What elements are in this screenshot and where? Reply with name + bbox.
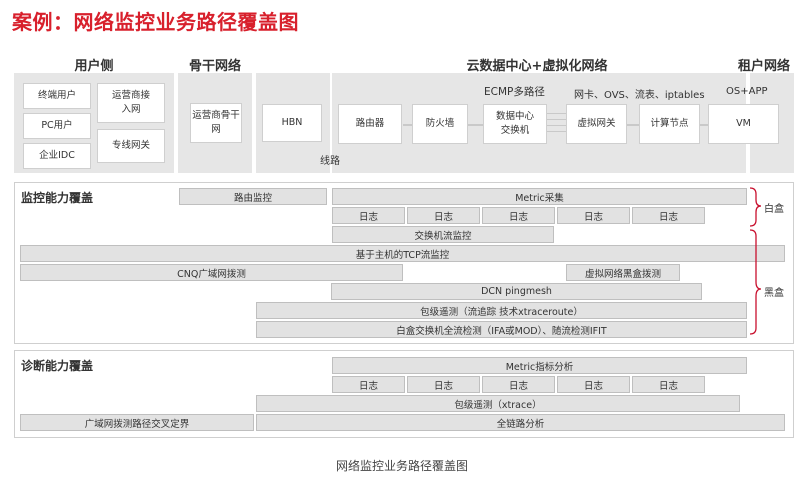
leased-gateway-box: 专线网关 [97, 129, 165, 163]
nic-ovs-label: 网卡、OVS、流表、iptables [574, 90, 705, 101]
blackbox-label: 黑盒 [764, 288, 784, 299]
dc-switch-box: 数据中心交换机 [483, 104, 547, 144]
full-link-bar: 全链路分析 [256, 414, 785, 431]
packet-trace-bar: 包级遥测（流追踪 技术xtraceroute） [256, 302, 747, 319]
white-black-bracket-icon [749, 187, 762, 335]
enterprise-idc-box: 企业IDC [23, 143, 91, 169]
metric-collect-bar: Metric采集 [332, 188, 747, 205]
page-title: 案例：网络监控业务路径覆盖图 [12, 10, 299, 34]
log-bar: 日志 [407, 207, 480, 224]
diagnose-header: 诊断能力覆盖 [21, 359, 94, 373]
log-bar: 日志 [557, 207, 630, 224]
virtual-blackbox-bar: 虚拟网络黑盒拨测 [566, 264, 680, 281]
ecmp-label: ECMP多路径 [484, 86, 545, 98]
switch-flow-bar: 交换机流监控 [332, 226, 554, 243]
log-bar: 日志 [557, 376, 630, 393]
connector [699, 124, 708, 126]
line-label: 线路 [320, 156, 340, 167]
whitebox-label: 白盒 [764, 204, 784, 215]
connector [627, 124, 639, 126]
log-bar: 日志 [332, 207, 405, 224]
connector [467, 124, 483, 126]
log-bar: 日志 [482, 207, 555, 224]
connector [547, 119, 566, 120]
hbn-box: HBN [262, 104, 322, 142]
compute-node-box: 计算节点 [639, 104, 700, 144]
header-tenant: 租户网络 [737, 59, 790, 74]
connector [547, 125, 566, 126]
log-bar: 日志 [407, 376, 480, 393]
log-bar: 日志 [482, 376, 555, 393]
os-app-label: OS+APP [726, 86, 768, 97]
header-user-side: 用户侧 [74, 59, 114, 74]
cnq-wan-bar: CNQ广域网拨测 [20, 264, 403, 281]
connector [403, 124, 412, 126]
carrier-backbone-box: 运营商骨干网 [190, 103, 242, 143]
connector [547, 131, 566, 132]
monitor-header: 监控能力覆盖 [21, 191, 94, 205]
firewall-box: 防火墙 [412, 104, 468, 144]
header-cloud: 云数据中心+虚拟化网络 [466, 59, 608, 74]
log-bar: 日志 [332, 376, 405, 393]
figure-caption: 网络监控业务路径覆盖图 [335, 459, 468, 473]
metric-analysis-bar: Metric指标分析 [332, 357, 747, 374]
vm-box: VM [708, 104, 779, 144]
terminal-user-box: 终端用户 [23, 83, 91, 109]
wan-cross-bar: 广域网拨测路径交叉定界 [20, 414, 254, 431]
tcp-flow-bar: 基于主机的TCP流监控 [20, 245, 785, 262]
log-bar: 日志 [632, 376, 705, 393]
virtual-gateway-box: 虚拟网关 [566, 104, 627, 144]
router-box: 路由器 [338, 104, 402, 144]
connector [547, 113, 566, 114]
whitebox-detect-bar: 白盒交换机全流检测（IFA或MOD）、随流检测IFIT [256, 321, 747, 338]
pc-user-box: PC用户 [23, 113, 91, 139]
dcn-pingmesh-bar: DCN pingmesh [331, 283, 702, 300]
route-monitor-bar: 路由监控 [179, 188, 327, 205]
header-backbone: 骨干网络 [188, 59, 241, 74]
log-bar: 日志 [632, 207, 705, 224]
packet-xtrace-bar: 包级遥测（xtrace） [256, 395, 740, 412]
carrier-access-box: 运营商接入网 [97, 83, 165, 123]
